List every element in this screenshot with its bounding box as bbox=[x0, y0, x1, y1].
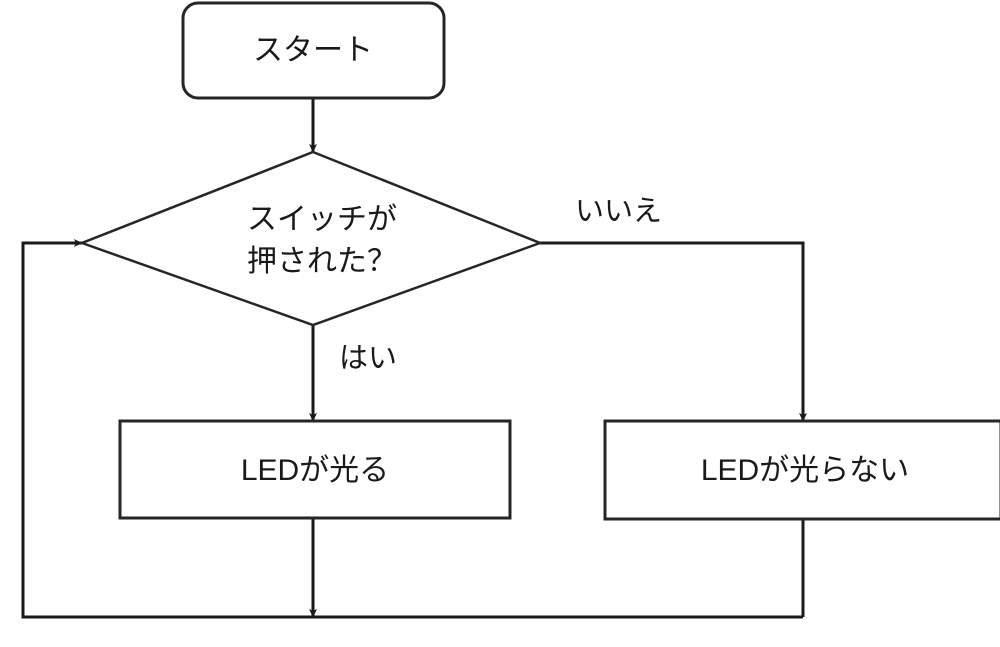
decision-node-label-line1: スイッチが bbox=[247, 203, 397, 236]
edge-label-no: いいえ bbox=[575, 196, 662, 228]
edge-decision-no-to-led-off bbox=[540, 241, 807, 422]
node-process-led-off[interactable]: LEDが光らない bbox=[603, 419, 1000, 521]
node-decision[interactable]: スイッチが 押された？ bbox=[78, 150, 544, 327]
led-off-node-label: LEDが光らない bbox=[701, 454, 909, 487]
start-node-shape bbox=[181, 1, 446, 100]
decision-node-shape bbox=[78, 150, 544, 327]
led-on-node-label: LEDが光る bbox=[241, 454, 389, 487]
led-off-node-shape bbox=[603, 419, 1000, 521]
edge-label-yes: はい bbox=[339, 343, 397, 375]
node-process-led-on[interactable]: LEDが光る bbox=[118, 419, 512, 520]
node-start[interactable]: スタート bbox=[181, 1, 446, 100]
start-node-label: スタート bbox=[253, 34, 373, 67]
edge-loop-back-to-decision bbox=[21, 239, 803, 619]
led-on-node-shape bbox=[118, 419, 512, 520]
decision-node-label-line2: 押された？ bbox=[247, 245, 397, 278]
